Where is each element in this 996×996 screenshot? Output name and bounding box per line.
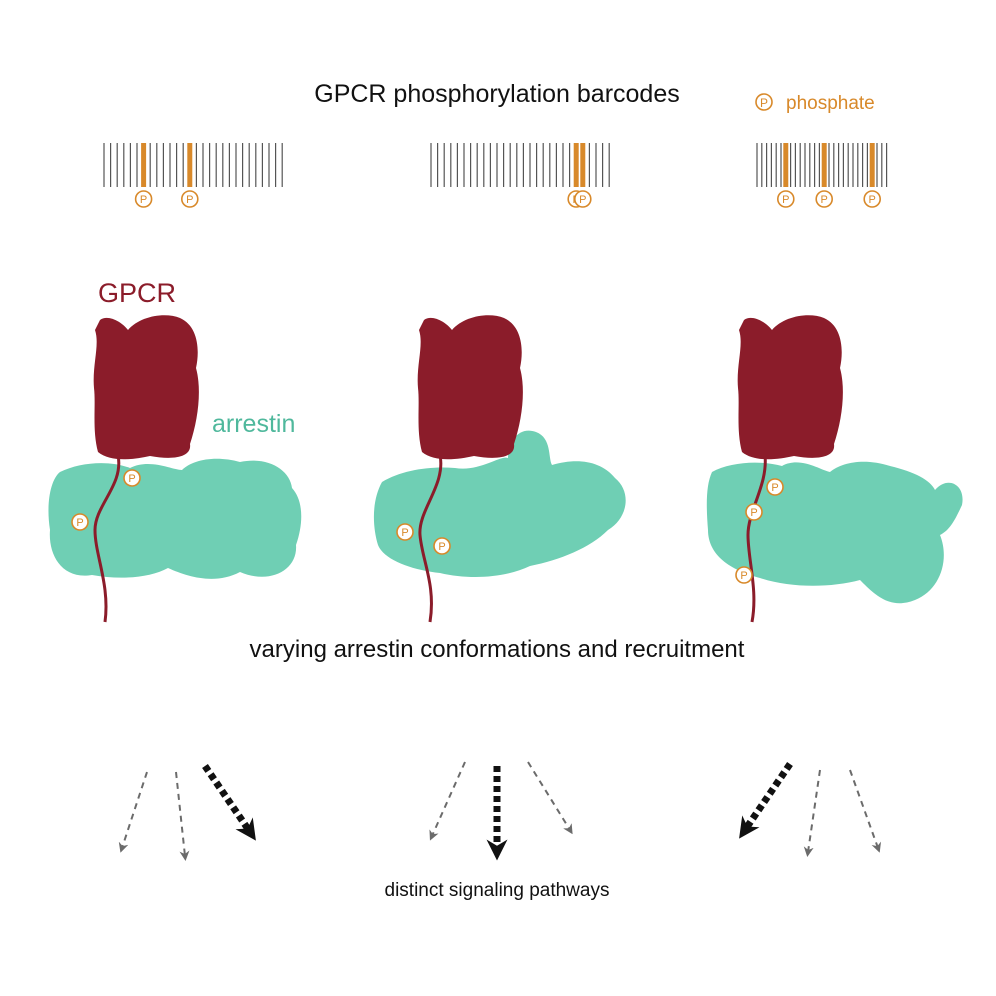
pathway-arrow-thin	[175, 771, 190, 861]
svg-text:P: P	[740, 570, 747, 582]
phosphate-marker	[776, 190, 795, 208]
gpcr-tail-1	[93, 454, 121, 623]
phosphate-marker-label: P	[821, 194, 828, 206]
pathway-arrow-thin	[803, 769, 821, 857]
phosphate-marker	[815, 190, 834, 208]
pathway-arrows-1	[118, 764, 256, 861]
pathway-arrows-3	[739, 762, 882, 857]
svg-text:P: P	[438, 541, 445, 553]
phosphate-marker-label: P	[782, 194, 789, 206]
arrestin-label: arrestin	[212, 410, 295, 438]
svg-text:P: P	[750, 507, 757, 519]
gpcr-receptor-2	[417, 315, 523, 460]
pathway-arrow-bold	[739, 762, 793, 839]
phosphate-marker	[181, 190, 199, 208]
conformations-caption: varying arrestin conformations and recru…	[250, 636, 745, 663]
phosphate-marker-label: P	[579, 194, 586, 206]
complex-2	[373, 315, 626, 623]
gpcr-tail-3	[746, 454, 767, 623]
svg-text:P: P	[128, 473, 135, 485]
phosphate-marker	[134, 190, 153, 208]
gpcr-receptor-1	[93, 315, 199, 460]
phosphate-marker	[863, 190, 882, 208]
barcode-2: PP	[430, 143, 610, 208]
svg-text:P: P	[76, 517, 83, 529]
arrestin-shape-3	[706, 461, 963, 604]
complex-3	[706, 315, 963, 623]
gpcr-receptor-3	[737, 315, 843, 460]
complex-1	[48, 315, 302, 623]
pathway-arrow-thin	[429, 761, 466, 841]
phosphate-marker: P	[766, 478, 784, 496]
phosphate-marker: P	[71, 513, 89, 531]
phosphate-marker: P	[396, 523, 414, 541]
phosphate-marker-label: P	[140, 194, 147, 206]
gpcr-tail-2	[418, 454, 443, 623]
phosphate-legend-icon	[755, 93, 773, 111]
pathway-arrow-bold	[202, 764, 256, 841]
phosphate-marker: P	[433, 537, 451, 555]
tail-phosphates: P P P P P P P	[71, 469, 784, 584]
phosphate-legend-label: phosphate	[786, 93, 875, 114]
phosphate-marker-label: P	[186, 194, 193, 206]
phosphate-marker	[573, 190, 592, 208]
phosphate-legend-symbol: P	[760, 96, 768, 110]
pathway-arrows-2	[429, 761, 573, 861]
phosphate-marker: P	[123, 469, 141, 487]
pathway-arrow-thin	[527, 761, 573, 835]
phosphate-legend: P phosphate	[755, 93, 875, 114]
svg-text:P: P	[401, 527, 408, 539]
pathway-arrow-thin	[849, 769, 882, 853]
phosphate-marker: P	[735, 566, 753, 584]
phosphate-marker: P	[745, 503, 763, 521]
svg-text:P: P	[771, 482, 778, 494]
diagram-title: GPCR phosphorylation barcodes	[314, 80, 679, 108]
gpcr-label: GPCR	[98, 278, 176, 308]
phosphate-marker-label: P	[869, 194, 876, 206]
pathways-caption: distinct signaling pathways	[385, 880, 610, 901]
pathway-arrow-thin	[118, 771, 148, 853]
